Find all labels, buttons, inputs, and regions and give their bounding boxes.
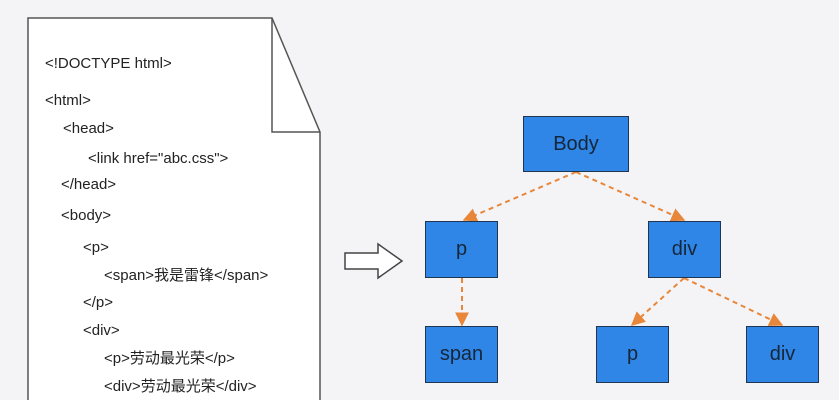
edge-body-div bbox=[575, 171, 686, 222]
code-line: </p> bbox=[83, 294, 114, 311]
node-p: p bbox=[425, 221, 498, 278]
node-div: div bbox=[648, 221, 721, 278]
edge-div-div bbox=[683, 277, 784, 326]
edge-body-p bbox=[462, 171, 577, 222]
code-line: <head> bbox=[63, 120, 114, 137]
code-line: <div>劳动最光荣</div> bbox=[104, 378, 257, 395]
node-body: Body bbox=[523, 116, 629, 172]
transform-arrow-icon bbox=[344, 242, 404, 280]
node-div-child: div bbox=[746, 326, 819, 383]
code-line: </head> bbox=[61, 176, 117, 193]
node-p-child: p bbox=[596, 326, 669, 383]
document-fold bbox=[271, 18, 320, 133]
code-line: <body> bbox=[61, 207, 112, 224]
code-line: <div> bbox=[83, 322, 120, 339]
code-line: <p>劳动最光荣</p> bbox=[104, 350, 235, 367]
code-line: <html> bbox=[45, 92, 91, 109]
code-line: <p> bbox=[83, 239, 109, 256]
code-line: <link href="abc.css"> bbox=[88, 150, 229, 167]
node-span: span bbox=[425, 326, 498, 383]
code-line: <span>我是雷锋</span> bbox=[104, 267, 269, 284]
code-line: <!DOCTYPE html> bbox=[45, 55, 172, 72]
edge-div-p bbox=[630, 277, 685, 326]
